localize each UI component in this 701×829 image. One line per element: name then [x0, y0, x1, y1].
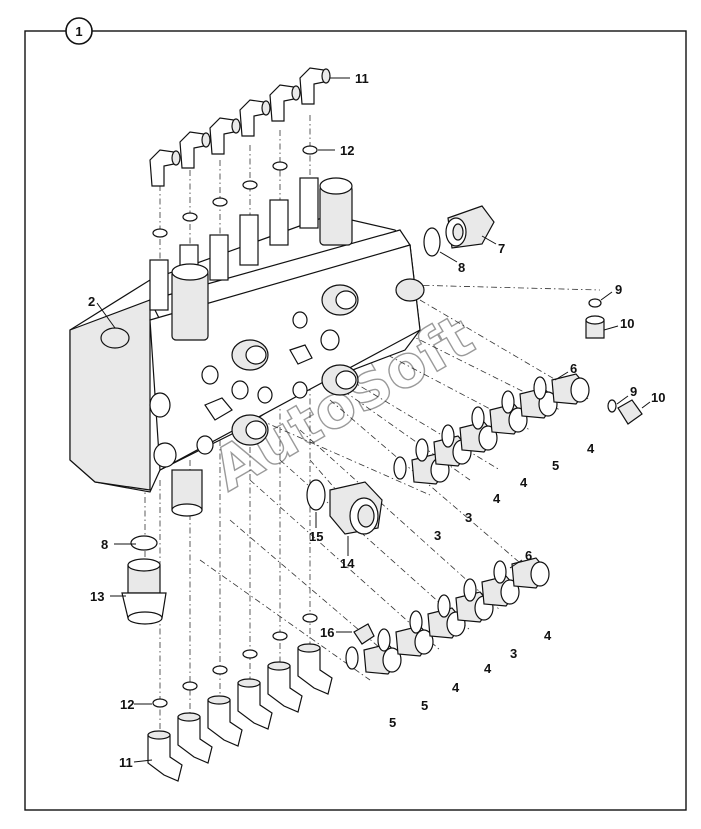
- callout-7: 7: [498, 241, 505, 256]
- callout-16: 16: [320, 625, 334, 640]
- fitting-13: [121, 535, 167, 625]
- callout-11-top: 11: [355, 71, 369, 86]
- callout-6-upper: 6: [570, 361, 577, 376]
- callout-12-bottom: 12: [120, 697, 134, 712]
- control-valve-block: [69, 177, 425, 517]
- callout-5-a: 5: [552, 458, 559, 473]
- callout-3-a: 3: [465, 510, 472, 525]
- callout-4-a: 4: [587, 441, 595, 456]
- right-fittings-lower: [345, 557, 550, 675]
- callout-11-bottom: 11: [119, 755, 133, 770]
- figure-number-badge: 1: [65, 17, 93, 45]
- callout-2: 2: [88, 294, 95, 309]
- top-elbow-fittings: [149, 67, 331, 187]
- callout-15: 15: [309, 529, 323, 544]
- callout-5-c: 5: [389, 715, 396, 730]
- callout-13: 13: [90, 589, 104, 604]
- plug-16: [353, 623, 375, 645]
- leader-lines: [96, 77, 651, 763]
- callout-4-d: 4: [544, 628, 552, 643]
- adapter-7: [423, 205, 495, 257]
- callout-8-top: 8: [458, 260, 465, 275]
- callout-6-lower: 6: [525, 548, 532, 563]
- callout-9-top: 9: [615, 282, 622, 297]
- callout-12-top: 12: [340, 143, 354, 158]
- callout-5-b: 5: [421, 698, 428, 713]
- diagram-frame: [24, 30, 687, 811]
- bottom-o-rings: [152, 613, 318, 708]
- right-fittings-upper: [393, 373, 590, 485]
- figure-number: 1: [75, 24, 82, 39]
- callout-4-f: 4: [452, 680, 460, 695]
- callout-3-b: 3: [434, 528, 441, 543]
- callout-10-right: 10: [651, 390, 665, 405]
- callout-14: 14: [340, 556, 355, 571]
- small-fittings-9-10: [585, 298, 643, 425]
- bottom-elbow-fittings: [147, 643, 333, 782]
- callout-8-left: 8: [101, 537, 108, 552]
- fitting-14: [306, 479, 383, 535]
- callout-9-right: 9: [630, 384, 637, 399]
- callout-4-e: 4: [484, 661, 492, 676]
- callout-4-c: 4: [493, 491, 501, 506]
- callout-3-c: 3: [510, 646, 517, 661]
- callouts: 2 11 12 7 8 9 10 9 10 6 4 5 4 4 3 3 6 4 …: [88, 71, 665, 770]
- callout-10-top: 10: [620, 316, 634, 331]
- top-o-rings: [152, 145, 318, 238]
- callout-4-b: 4: [520, 475, 528, 490]
